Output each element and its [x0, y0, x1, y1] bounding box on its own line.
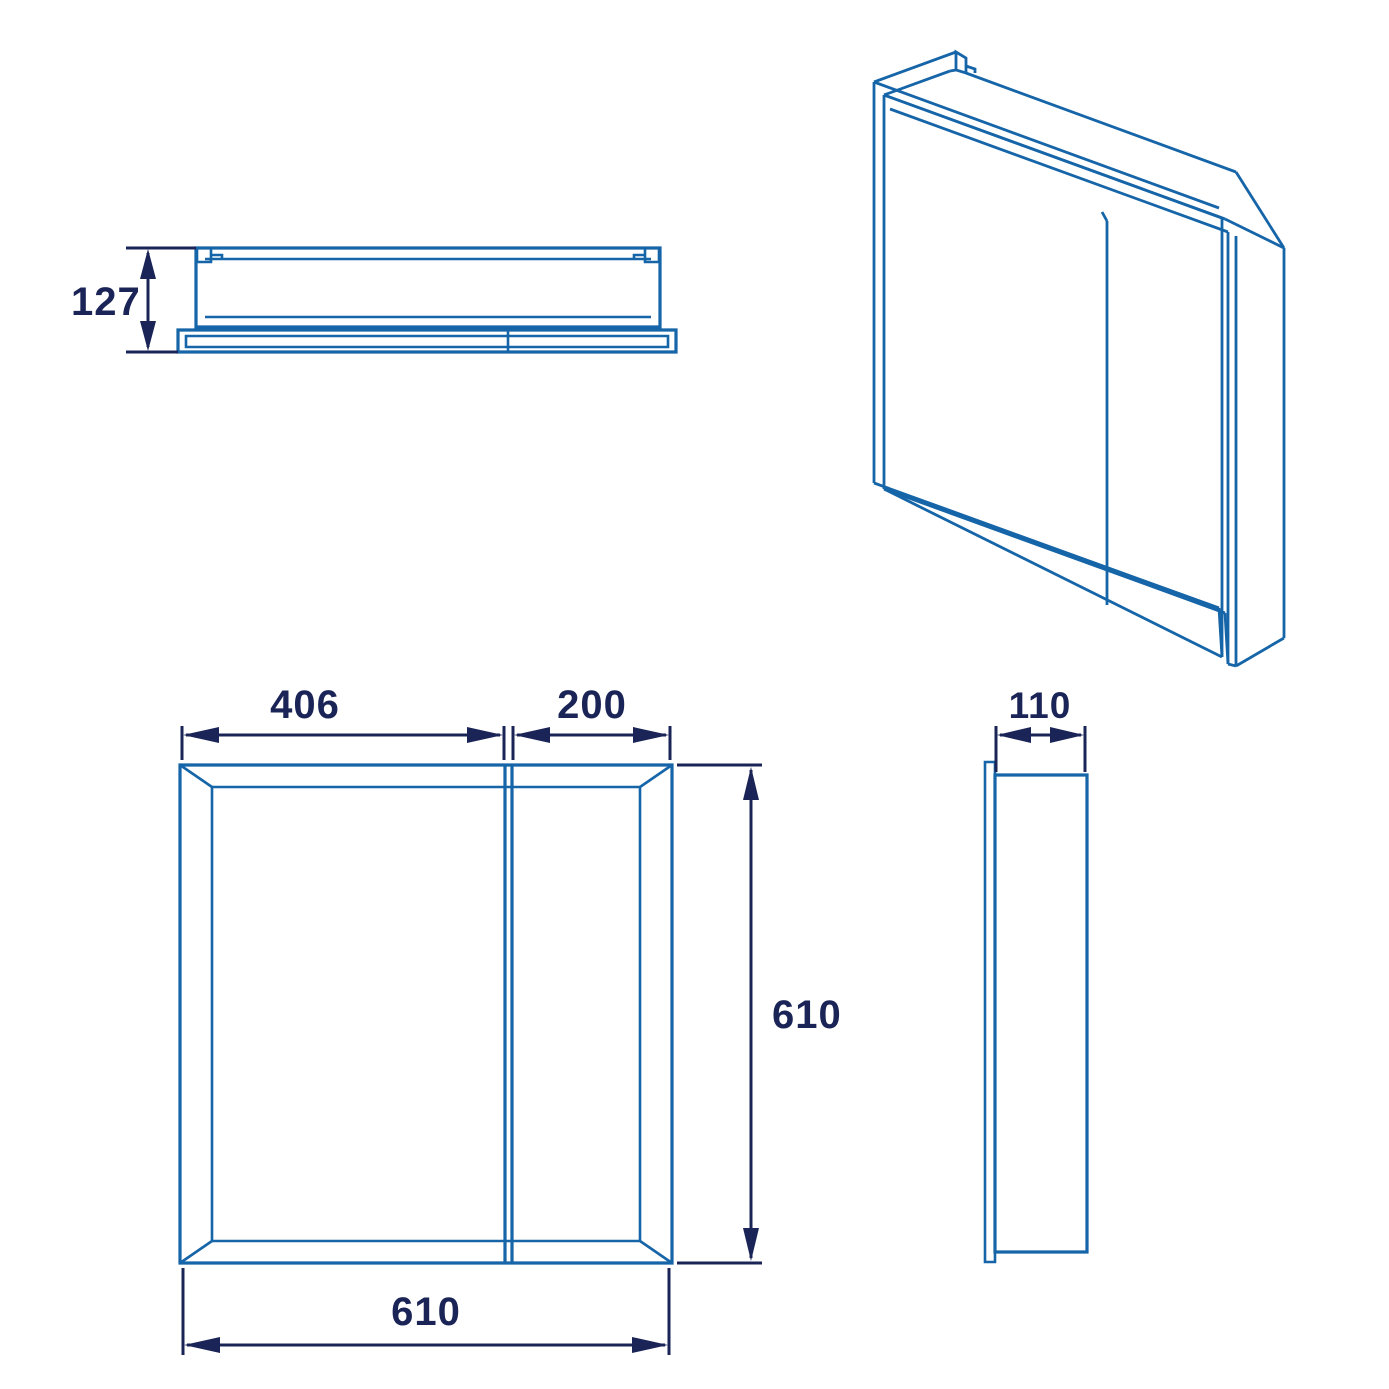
top-view-left-tab-lip	[211, 253, 224, 259]
iso-front-bottom-edge-upper	[873, 481, 1220, 610]
iso-mount-bracket-rail	[949, 68, 957, 73]
iso-bottom-right-corner-b	[1235, 636, 1285, 668]
iso-door-top-band-upper	[873, 80, 1220, 210]
dim-610w-arrow-left	[184, 1337, 220, 1353]
iso-bottom-right-corner-c	[1227, 662, 1237, 668]
dim-610h-label: 610	[772, 993, 842, 1037]
top-view-door-slab-inner	[184, 334, 670, 349]
dim-610h-arrow-up	[743, 767, 759, 800]
iso-right-top-face	[1234, 171, 1286, 249]
iso-bottom-right-corner-a	[1223, 612, 1230, 665]
dim-610h-arrow-down	[743, 1228, 759, 1261]
iso-top-surface-inner-edge	[889, 107, 1229, 234]
side-view-body-profile	[993, 773, 1089, 1254]
side-view-group: 110	[983, 685, 1089, 1264]
top-view-right-tab-lip	[632, 253, 645, 259]
side-view-door-edge-strip	[983, 760, 997, 1264]
iso-right-top-face2	[1224, 217, 1285, 250]
dim-406-arrow-left	[183, 727, 219, 743]
dim-610w-arrow-right	[632, 1337, 668, 1353]
dimension-610-height: 610	[677, 763, 842, 1265]
iso-top-back-rail-upper	[873, 50, 957, 84]
dimension-110: 110	[994, 685, 1087, 772]
iso-mount-bracket-lip	[965, 64, 977, 73]
dim-127-label: 127	[71, 280, 141, 324]
dim-200-label: 200	[557, 683, 627, 727]
front-view-outer-frame	[178, 763, 674, 1265]
dim-110-arrow-left	[997, 727, 1031, 743]
top-view-group: 127	[71, 246, 678, 354]
front-view-group: 406 200 610	[178, 683, 842, 1355]
isometric-view-group	[872, 49, 1286, 668]
iso-top-surface-back-edge	[965, 71, 1237, 174]
iso-bottom-inner-edge	[883, 487, 1223, 659]
front-view-bevel-corner-bl	[179, 1239, 213, 1265]
front-view-inner-bevel	[210, 785, 642, 1243]
dim-610w-label: 610	[391, 1290, 461, 1334]
front-view-bevel-corner-br	[639, 1239, 673, 1265]
front-view-bevel-corner-tr	[639, 763, 673, 789]
dimension-200: 200	[511, 683, 672, 760]
iso-front-bottom-edge-lower	[883, 487, 1226, 615]
dim-127-arrow-up	[140, 249, 156, 279]
dimension-127: 127	[71, 246, 196, 354]
dim-110-arrow-right	[1050, 727, 1084, 743]
dim-127-arrow-down	[140, 321, 156, 351]
dim-200-arrow-right	[633, 727, 669, 743]
dimension-610-width: 610	[181, 1268, 671, 1355]
iso-mount-bracket-tab	[954, 49, 968, 75]
iso-door-split-ledge	[1100, 211, 1109, 222]
top-view-left-mount-tab	[195, 246, 213, 264]
top-view-body-outline	[194, 246, 662, 329]
dimension-406: 406	[180, 683, 506, 760]
top-view-right-mount-tab	[643, 246, 661, 264]
dim-406-label: 406	[270, 683, 340, 727]
dim-406-arrow-right	[467, 727, 503, 743]
dim-110-label: 110	[1009, 685, 1072, 726]
iso-door-top-band-lower	[883, 93, 1223, 220]
top-view-door-slab	[176, 328, 678, 354]
front-view-bevel-corner-tl	[179, 763, 213, 789]
iso-bottom-right-corner-d	[1217, 607, 1224, 658]
dim-200-arrow-left	[514, 727, 550, 743]
